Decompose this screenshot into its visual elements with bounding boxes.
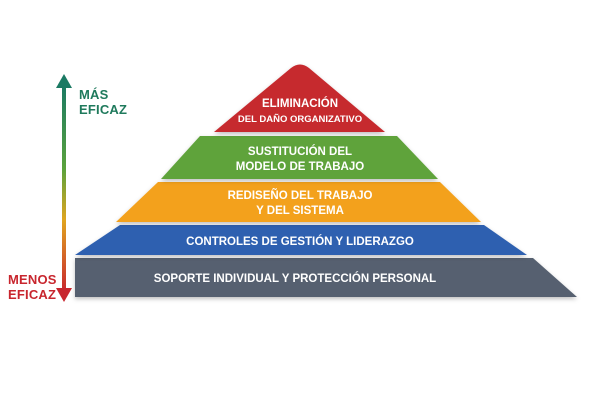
most-effective-line1: MÁS (79, 87, 109, 102)
tier-1-shape (214, 64, 385, 132)
tier-3-label-line2: Y DEL SISTEMA (256, 205, 344, 217)
tier-4: CONTROLES DE GESTIÓN Y LIDERAZGO (75, 225, 527, 255)
tier-3-label-line1: REDISEÑO DEL TRABAJO (228, 189, 373, 202)
tier-5: SOPORTE INDIVIDUAL Y PROTECCIÓN PERSONAL (75, 258, 577, 297)
arrow-down-icon (56, 288, 72, 302)
tier-3: REDISEÑO DEL TRABAJO Y DEL SISTEMA (116, 182, 481, 222)
least-effective-line2: EFICAZ (8, 287, 57, 302)
tier-2: SUSTITUCIÓN DEL MODELO DE TRABAJO (161, 136, 438, 179)
tier-2-label-line1: SUSTITUCIÓN DEL (248, 145, 352, 158)
tier-5-shape (75, 258, 577, 297)
least-effective-label: MENOS EFICAZ (8, 272, 57, 302)
tier-1-label-line2: DEL DAÑO ORGANIZATIVO (238, 114, 362, 125)
tier-1-label-line1: ELIMINACIÓN (262, 97, 338, 110)
most-effective-line2: EFICAZ (79, 102, 128, 117)
tier-4-label: CONTROLES DE GESTIÓN Y LIDERAZGO (186, 235, 414, 248)
effectiveness-arrow (56, 74, 72, 302)
tier-1: ELIMINACIÓN DEL DAÑO ORGANIZATIVO (214, 64, 385, 132)
tier-2-label-line2: MODELO DE TRABAJO (236, 161, 364, 173)
arrow-up-icon (56, 74, 72, 88)
tier-2-shape (161, 136, 438, 179)
tier-5-label: SOPORTE INDIVIDUAL Y PROTECCIÓN PERSONAL (154, 272, 436, 285)
tier-3-shape (116, 182, 481, 222)
least-effective-line1: MENOS (8, 272, 57, 287)
tier-4-shape (75, 225, 527, 255)
most-effective-label: MÁS EFICAZ (79, 87, 127, 117)
arrow-shaft (62, 86, 66, 292)
